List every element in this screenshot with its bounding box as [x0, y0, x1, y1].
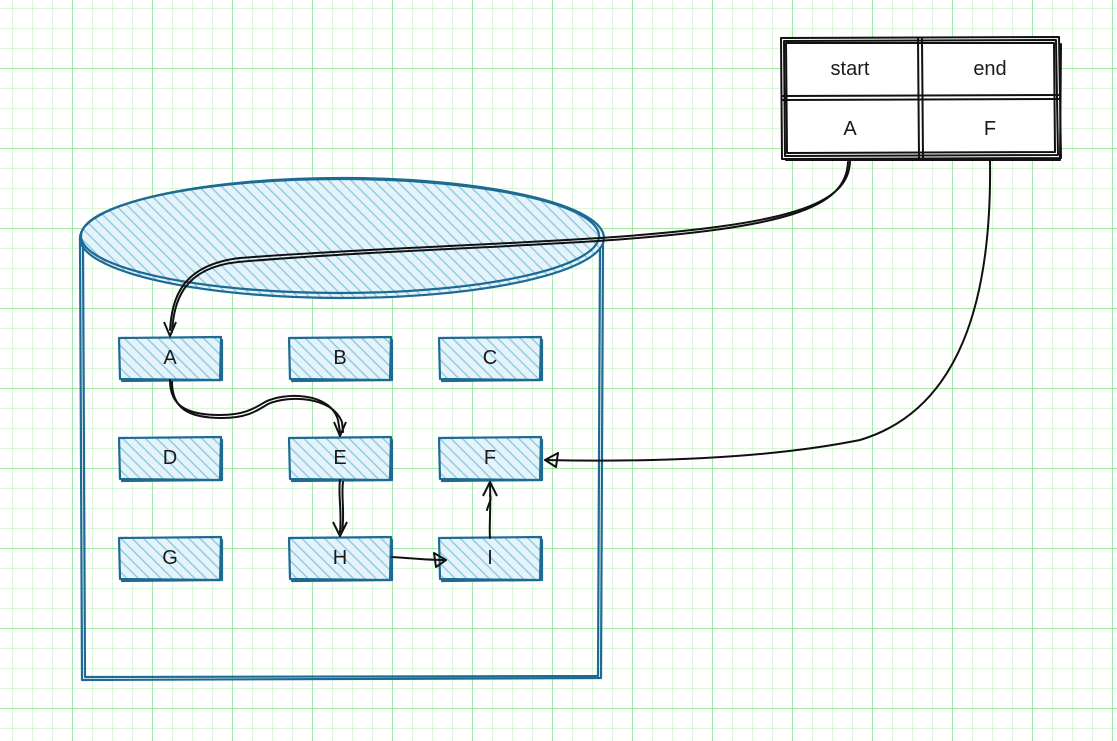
- node-b[interactable]: B: [287, 335, 394, 383]
- edge-start-to-a: [169, 159, 851, 331]
- arrowhead-a: [163, 321, 177, 337]
- edge-h-to-i: [391, 556, 446, 561]
- node-i[interactable]: I: [437, 535, 544, 583]
- node-a[interactable]: A: [117, 335, 224, 383]
- edge-a-to-e: [169, 379, 341, 433]
- arrowhead-e: [333, 421, 347, 437]
- nodes-layer: A B C D E F G H I: [117, 335, 544, 583]
- node-f[interactable]: F: [437, 435, 544, 483]
- node-label-h: H: [333, 547, 347, 569]
- node-label-a: A: [163, 347, 177, 369]
- arrowhead-f: [544, 452, 559, 468]
- edge-i-to-f: [488, 483, 492, 539]
- node-e[interactable]: E: [287, 435, 394, 483]
- edge-end-to-f: [544, 159, 992, 462]
- node-label-c: C: [483, 347, 497, 369]
- table-header-start: start: [831, 58, 870, 80]
- node-label-f: F: [484, 447, 496, 469]
- node-label-i: I: [487, 547, 493, 569]
- table-header-end: end: [973, 58, 1006, 80]
- edges-layer: [163, 159, 992, 568]
- arrowhead-i: [433, 552, 447, 568]
- edge-e-to-h: [338, 479, 342, 533]
- node-d[interactable]: D: [117, 435, 224, 483]
- arrowhead-h: [332, 521, 348, 537]
- start-end-table[interactable]: start end A F: [780, 36, 1062, 161]
- node-label-d: D: [163, 447, 177, 469]
- arrowhead-f-from-i: [482, 481, 498, 497]
- table-value-start: A: [843, 118, 857, 140]
- node-label-e: E: [333, 447, 346, 469]
- node-c[interactable]: C: [437, 335, 544, 383]
- node-h[interactable]: H: [287, 535, 394, 583]
- node-g[interactable]: G: [117, 535, 224, 583]
- cylinder-body: [78, 236, 605, 682]
- table-value-end: F: [984, 118, 996, 140]
- node-label-b: B: [333, 347, 346, 369]
- node-label-g: G: [162, 547, 178, 569]
